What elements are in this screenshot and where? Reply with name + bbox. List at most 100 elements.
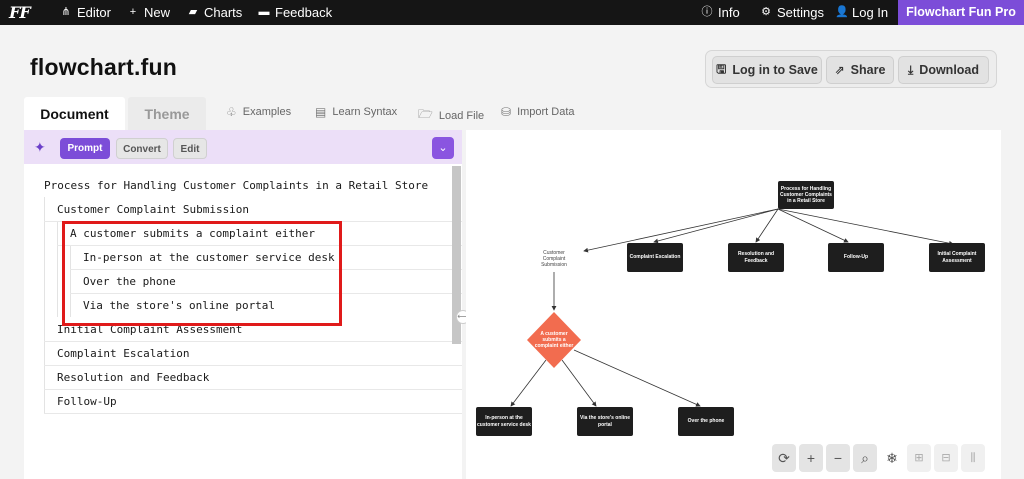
node-decision-label[interactable]: A customer submits a complaint either: [534, 330, 574, 350]
gear-icon: ⚙: [761, 6, 771, 18]
code-line[interactable]: Complaint Escalation: [57, 347, 190, 360]
floppy-disk-icon: 🖫: [716, 61, 727, 76]
prompt-mode-button[interactable]: Prompt: [60, 138, 110, 159]
page-title: flowchart.fun: [30, 54, 177, 80]
nav-feedback-label: Feedback: [275, 5, 333, 20]
download-icon: ⤓: [907, 62, 914, 77]
edit-mode-button[interactable]: Edit: [173, 138, 207, 159]
node-phone[interactable]: Over the phone: [678, 407, 734, 436]
fit-search-icon[interactable]: ⌕: [853, 444, 877, 472]
selection-highlight-box: [62, 221, 342, 326]
chat-bubble-icon: ▬: [258, 6, 270, 18]
nav-settings-label: Settings: [777, 5, 824, 20]
user-icon: 👤: [835, 6, 849, 18]
code-line[interactable]: Customer Complaint Submission: [57, 203, 250, 216]
convert-mode-button[interactable]: Convert: [116, 138, 168, 159]
code-line[interactable]: Process for Handling Customer Complaints…: [44, 179, 429, 192]
nav-info[interactable]: ⓘ Info: [701, 0, 740, 25]
magic-wand-icon[interactable]: ✦: [34, 139, 46, 155]
canvas-controls: ⟳ + − ⌕ ❄ ⊞ ⊟ ⫼: [770, 444, 988, 474]
node-online[interactable]: Via the store's online portal: [577, 407, 633, 436]
share-nodes-icon: ⋔: [61, 6, 71, 18]
code-line[interactable]: Via the store's online portal: [83, 299, 276, 312]
nav-new[interactable]: + New: [127, 0, 170, 25]
download-button[interactable]: ⤓ Download: [898, 56, 989, 84]
top-nav: FF ⋔ Editor + New ▰ Charts ▬ Feedback ⓘ …: [0, 0, 1024, 25]
tool-learn-syntax-label: Learn Syntax: [332, 106, 398, 118]
nav-charts[interactable]: ▰ Charts: [187, 0, 243, 25]
tree-layout-icon[interactable]: ⊟: [934, 444, 958, 472]
tool-examples-label: Examples: [242, 106, 292, 118]
tool-import-data-label: Import Data: [517, 106, 575, 118]
node-submission[interactable]: Customer Complaint Submission: [541, 249, 567, 269]
tool-learn-syntax[interactable]: ▤ Learn Syntax: [315, 105, 397, 119]
folder-icon: ▰: [188, 6, 198, 18]
grid-layout-icon[interactable]: ⊞: [907, 444, 931, 472]
decision-diamond[interactable]: [527, 312, 581, 368]
flowchart-canvas[interactable]: Process for Handling Customer Complaints…: [466, 130, 1001, 479]
vertical-layout-icon[interactable]: ⫼: [961, 444, 985, 472]
info-icon: ⓘ: [701, 6, 713, 18]
code-line[interactable]: In-person at the customer service desk: [83, 251, 335, 264]
node-followup[interactable]: Follow-Up: [828, 243, 884, 272]
document-editor: ✦ Prompt Convert Edit ⌄: [24, 130, 462, 479]
prompt-bar: ✦ Prompt Convert Edit ⌄: [24, 130, 462, 164]
indent-guide: [70, 245, 71, 317]
line-divider: [57, 245, 462, 246]
code-line[interactable]: Initial Complaint Assessment: [57, 323, 243, 336]
tool-import-data[interactable]: ⛁ Import Data: [501, 105, 575, 119]
editor-scrollbar[interactable]: [452, 166, 461, 344]
share-button[interactable]: ⇗ Share: [826, 56, 894, 84]
chevron-down-icon[interactable]: ⌄: [432, 137, 454, 159]
tool-load-file[interactable]: 🗁 Load File: [418, 105, 484, 126]
nav-editor[interactable]: ⋔ Editor: [60, 0, 111, 25]
download-label: Download: [919, 63, 980, 77]
nav-login-label: Log In: [852, 5, 889, 20]
nav-settings[interactable]: ⚙ Settings: [760, 0, 824, 25]
nav-charts-label: Charts: [204, 5, 243, 20]
node-escalation[interactable]: Complaint Escalation: [627, 243, 683, 272]
nav-feedback[interactable]: ▬ Feedback: [258, 0, 333, 25]
nav-editor-label: Editor: [77, 5, 111, 20]
line-divider: [44, 413, 462, 414]
login-to-save-label: Log in to Save: [732, 63, 818, 77]
line-divider: [44, 365, 462, 366]
nav-info-label: Info: [718, 5, 740, 20]
header-actions: 🖫 Log in to Save ⇗ Share ⤓ Download: [705, 50, 997, 88]
nav-new-label: New: [144, 5, 171, 20]
code-line[interactable]: Over the phone: [83, 275, 176, 288]
line-divider: [70, 269, 462, 270]
share-icon: ⇗: [834, 63, 845, 77]
shapes-icon: ♧: [226, 105, 237, 119]
indent-guide: [57, 221, 58, 317]
tab-theme[interactable]: Theme: [128, 97, 206, 130]
tab-document[interactable]: Document: [24, 97, 125, 130]
code-line[interactable]: A customer submits a complaint either: [70, 227, 316, 240]
login-to-save-button[interactable]: 🖫 Log in to Save: [712, 56, 822, 84]
node-assessment[interactable]: Initial Complaint Assessment: [929, 243, 985, 272]
pro-upgrade-button[interactable]: Flowchart Fun Pro: [898, 0, 1024, 25]
zoom-in-icon[interactable]: +: [799, 444, 823, 472]
freeze-icon[interactable]: ❄: [886, 450, 898, 466]
node-root[interactable]: Process for Handling Customer Complaints…: [778, 181, 834, 209]
line-divider: [44, 389, 462, 390]
indent-guide: [44, 197, 45, 413]
book-icon: ▤: [315, 105, 327, 119]
line-divider: [44, 341, 462, 342]
zoom-out-icon[interactable]: −: [826, 444, 850, 472]
line-divider: [70, 293, 462, 294]
node-in-person[interactable]: In-person at the customer service desk: [476, 407, 532, 436]
plus-icon: +: [129, 6, 137, 18]
nav-login[interactable]: 👤 Log In: [835, 0, 888, 25]
database-icon: ⛁: [501, 105, 512, 119]
refresh-icon[interactable]: ⟳: [772, 444, 796, 472]
tool-load-file-label: Load File: [438, 109, 485, 122]
app-logo[interactable]: FF: [9, 3, 31, 22]
node-resolution[interactable]: Resolution and Feedback: [728, 243, 784, 272]
tool-examples[interactable]: ♧ Examples: [226, 105, 291, 119]
code-line[interactable]: Resolution and Feedback: [57, 371, 210, 384]
folder-open-icon: 🗁: [418, 107, 433, 121]
share-label: Share: [850, 63, 886, 77]
code-line[interactable]: Follow-Up: [57, 395, 117, 408]
flowchart-edges: [510, 208, 954, 407]
